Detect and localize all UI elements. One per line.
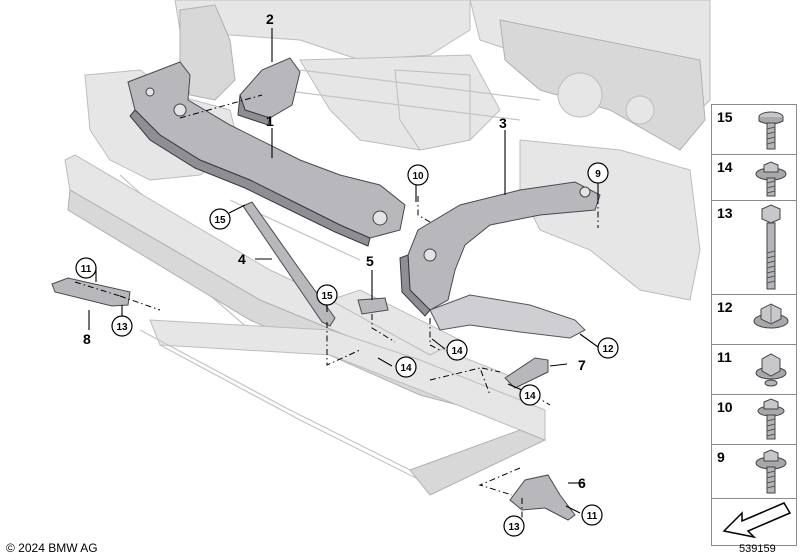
legend-row-12: 12 bbox=[712, 295, 796, 345]
callout-11-right: 11 bbox=[581, 504, 603, 526]
svg-text:15: 15 bbox=[214, 215, 226, 226]
svg-text:10: 10 bbox=[412, 171, 424, 182]
bracket-part-6 bbox=[509, 474, 576, 521]
leader-lines bbox=[88, 28, 599, 514]
svg-text:15: 15 bbox=[321, 291, 333, 302]
legend-label-14: 14 bbox=[717, 159, 733, 175]
bracket-part-8 bbox=[51, 277, 131, 307]
legend-label-13: 13 bbox=[717, 205, 733, 221]
part-label-7: 7 bbox=[578, 357, 586, 373]
legend-row-11: 11 bbox=[712, 345, 796, 395]
legend-row-10: 10 bbox=[712, 395, 796, 445]
part-label-8: 8 bbox=[83, 331, 91, 347]
svg-text:14: 14 bbox=[400, 363, 412, 374]
svg-text:11: 11 bbox=[587, 511, 598, 522]
callout-9: 9 bbox=[587, 162, 609, 184]
collar-screw-icon bbox=[755, 449, 787, 494]
diagram-number: 539159 bbox=[739, 543, 776, 555]
legend-row-13: 13 bbox=[712, 201, 796, 295]
direction-arrow-icon bbox=[722, 502, 792, 539]
fastener-legend: 15 14 13 12 11 bbox=[711, 104, 797, 546]
svg-text:11: 11 bbox=[81, 264, 92, 275]
hex-flange-nut-icon bbox=[755, 353, 787, 387]
part-label-2: 2 bbox=[266, 11, 274, 27]
svg-text:13: 13 bbox=[116, 322, 128, 333]
cross-member-part bbox=[127, 61, 406, 247]
legend-row-14: 14 bbox=[712, 155, 796, 201]
callout-14-upper-right: 14 bbox=[446, 339, 468, 361]
legend-row-9: 9 bbox=[712, 445, 796, 499]
legend-label-10: 10 bbox=[717, 399, 733, 415]
part-label-5: 5 bbox=[366, 253, 374, 269]
flange-bolt-icon bbox=[757, 398, 785, 440]
legend-label-11: 11 bbox=[717, 349, 732, 365]
svg-text:9: 9 bbox=[595, 169, 601, 180]
callout-11-left: 11 bbox=[75, 257, 97, 279]
part-label-1: 1 bbox=[266, 113, 274, 129]
flange-screw-icon bbox=[755, 161, 787, 197]
callout-15-upper: 15 bbox=[209, 208, 231, 230]
assembly-lines bbox=[74, 94, 599, 520]
callout-15-lower: 15 bbox=[316, 284, 338, 306]
part-label-6: 6 bbox=[578, 475, 586, 491]
callout-12: 12 bbox=[597, 337, 619, 359]
svg-text:13: 13 bbox=[508, 522, 520, 533]
bracket-part-7 bbox=[504, 357, 549, 389]
strut-brace-part-4 bbox=[242, 201, 336, 327]
legend-label-9: 9 bbox=[717, 449, 725, 465]
legend-label-15: 15 bbox=[717, 109, 733, 125]
small-bracket-part-5 bbox=[357, 297, 389, 315]
callout-13-left: 13 bbox=[111, 315, 133, 337]
svg-text:14: 14 bbox=[524, 391, 536, 402]
bracket-part-2 bbox=[237, 57, 301, 126]
callout-14-lower-right: 14 bbox=[519, 384, 541, 406]
part-label-3: 3 bbox=[499, 115, 507, 131]
callout-10: 10 bbox=[407, 164, 429, 186]
callout-13-right: 13 bbox=[503, 515, 525, 537]
legend-row-15: 15 bbox=[712, 105, 796, 155]
svg-text:14: 14 bbox=[451, 346, 463, 357]
part-labels: 2 1 3 4 5 7 8 6 bbox=[83, 11, 586, 491]
legend-label-12: 12 bbox=[717, 299, 733, 315]
part-label-4: 4 bbox=[238, 251, 246, 267]
orientation-arrow-cell bbox=[712, 497, 796, 545]
hex-bolt-icon bbox=[761, 204, 781, 290]
support-frame-part-3 bbox=[399, 181, 601, 339]
callout-14-center: 14 bbox=[395, 356, 417, 378]
torx-screw-icon bbox=[758, 111, 784, 150]
svg-text:12: 12 bbox=[602, 344, 614, 355]
hex-nut-washer-icon bbox=[753, 303, 789, 329]
copyright-notice: © 2024 BMW AG bbox=[6, 541, 98, 555]
